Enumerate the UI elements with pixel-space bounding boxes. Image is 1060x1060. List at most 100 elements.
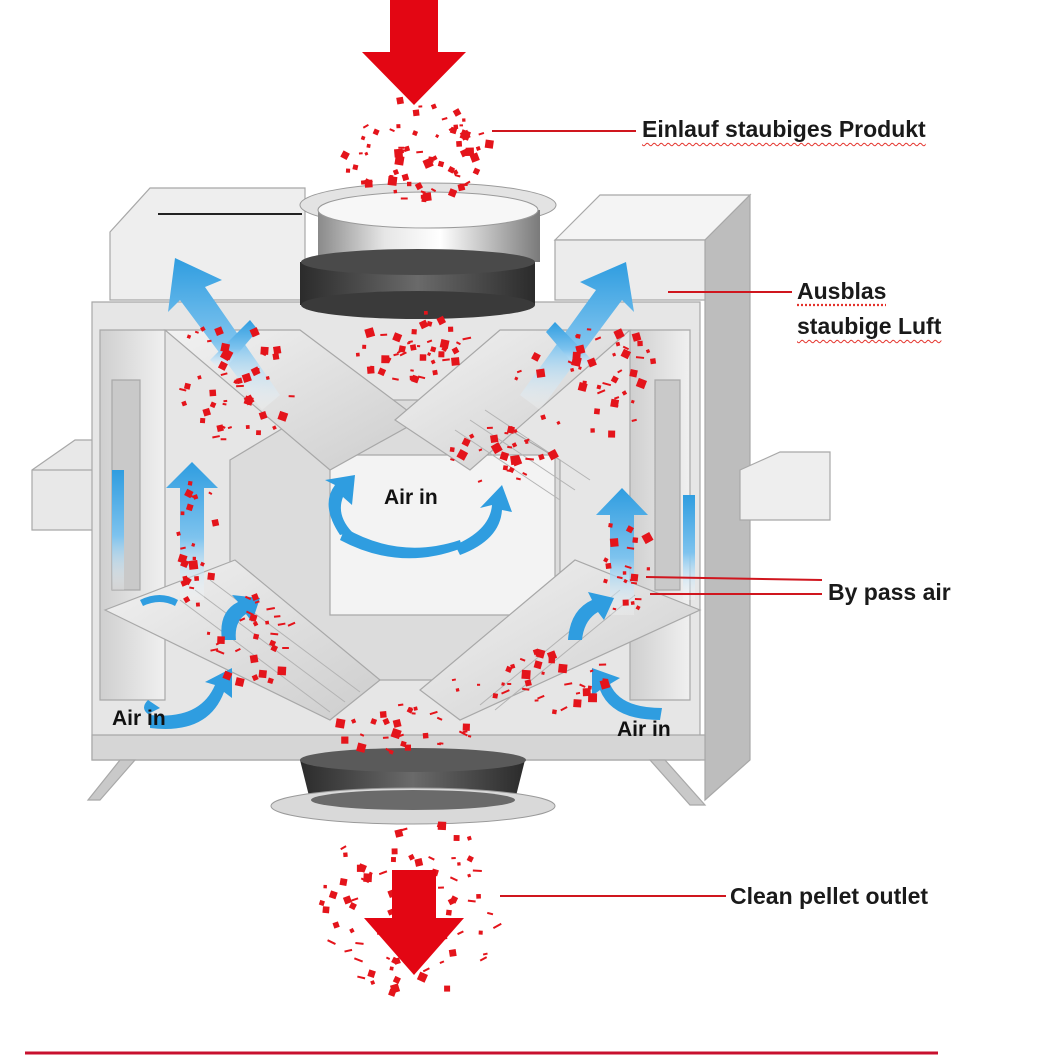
dust-particle-icon	[364, 327, 376, 339]
dust-particle-icon	[195, 602, 200, 607]
dust-particle-icon	[478, 448, 483, 452]
dust-particle-icon	[349, 927, 355, 934]
dust-particle-icon	[535, 648, 546, 659]
dust-particle-icon	[396, 96, 404, 105]
dust-particle-icon	[382, 717, 390, 726]
dust-particle-icon	[630, 573, 639, 582]
dust-particle-icon	[234, 677, 245, 687]
dust-particle-icon	[393, 352, 399, 357]
dust-particle-icon	[423, 310, 428, 315]
dust-particle-icon	[540, 414, 547, 421]
dust-particle-icon	[596, 384, 602, 390]
dust-particle-icon	[184, 488, 194, 499]
exhaust-label-line2: staubige Luft	[797, 309, 941, 344]
dust-particle-icon	[367, 969, 376, 978]
dust-particle-icon	[635, 356, 645, 359]
dust-particle-icon	[449, 876, 458, 882]
dust-particle-icon	[645, 348, 651, 354]
dust-particle-icon	[348, 901, 357, 911]
dust-particle-icon	[181, 400, 188, 407]
dust-particle-icon	[412, 130, 419, 137]
dust-particle-icon	[578, 366, 582, 370]
dust-particle-icon	[564, 682, 573, 686]
dust-particle-icon	[389, 128, 395, 133]
dust-particle-icon	[515, 477, 521, 481]
dust-particle-icon	[197, 375, 202, 380]
dust-particle-icon	[202, 407, 212, 417]
dust-particle-icon	[207, 572, 216, 581]
dust-particle-icon	[366, 143, 371, 148]
dust-particle-icon	[422, 967, 430, 973]
dust-particle-icon	[535, 368, 546, 378]
dust-particle-icon	[472, 167, 481, 176]
dust-particle-icon	[355, 942, 364, 945]
dust-particle-icon	[451, 346, 460, 355]
dust-particle-icon	[418, 105, 423, 108]
dust-particle-icon	[357, 975, 366, 980]
dust-particle-icon	[391, 848, 398, 855]
dust-particle-icon	[209, 401, 217, 409]
dust-particle-icon	[177, 553, 188, 564]
dust-particle-icon	[249, 654, 259, 664]
dust-particle-icon	[634, 598, 642, 601]
dust-particle-icon	[459, 124, 464, 127]
dust-particle-icon	[396, 124, 401, 129]
dust-particle-icon	[391, 956, 399, 965]
dust-particle-icon	[401, 173, 410, 182]
air-flow-arrow-icon	[221, 595, 260, 640]
dust-particle-icon	[222, 670, 233, 681]
dust-particle-icon	[467, 899, 476, 903]
dust-particle-icon	[447, 188, 458, 198]
dust-particle-icon	[183, 382, 191, 390]
air-flow-arrow-icon	[140, 595, 178, 606]
dust-particle-icon	[192, 494, 199, 500]
dust-particle-icon	[266, 607, 276, 611]
dust-particle-icon	[335, 718, 346, 729]
dust-particle-icon	[251, 674, 259, 682]
dust-particle-icon	[187, 480, 193, 486]
dust-particle-icon	[457, 930, 464, 936]
dust-particle-icon	[650, 358, 657, 365]
dust-particle-icon	[249, 327, 260, 338]
dust-particle-icon	[412, 109, 420, 117]
dust-particle-icon	[573, 699, 582, 708]
dust-particle-icon	[444, 985, 451, 992]
dust-particle-icon	[612, 352, 617, 357]
dust-particle-icon	[400, 827, 408, 832]
dust-particle-icon	[609, 538, 619, 547]
dust-particle-icon	[389, 966, 394, 971]
leader-lines	[492, 130, 823, 897]
dust-particle-icon	[522, 687, 530, 691]
dust-particle-icon	[328, 890, 338, 900]
dust-particle-icon	[332, 921, 340, 929]
dust-particle-icon	[220, 438, 227, 441]
dust-particle-icon	[191, 542, 196, 547]
bypass-label-text: By pass air	[828, 579, 951, 605]
dust-particle-icon	[451, 357, 460, 366]
dust-particle-icon	[603, 578, 608, 584]
dust-particle-icon	[623, 578, 628, 584]
dust-particle-icon	[199, 561, 205, 567]
dust-particle-icon	[398, 146, 405, 149]
dust-particle-icon	[457, 862, 461, 866]
dust-particle-icon	[258, 411, 268, 420]
dust-particle-icon	[630, 581, 638, 585]
dust-particle-icon	[212, 435, 220, 439]
dust-particle-icon	[467, 873, 472, 878]
dust-particle-icon	[180, 511, 185, 516]
air-flow-arrow-icon	[568, 592, 614, 640]
dust-particle-icon	[249, 613, 258, 623]
dust-particle-icon	[192, 556, 196, 561]
dust-particle-icon	[586, 328, 592, 331]
dust-particle-icon	[227, 426, 233, 430]
dust-particle-icon	[200, 326, 206, 332]
dust-particle-icon	[439, 339, 450, 349]
dust-particle-icon	[622, 345, 630, 351]
dust-particle-icon	[499, 451, 510, 461]
dust-particle-icon	[478, 131, 485, 136]
dust-particle-icon	[385, 747, 392, 753]
dust-particle-icon	[267, 677, 274, 685]
dust-particle-icon	[437, 160, 445, 168]
dust-particle-icon	[582, 688, 591, 697]
down-arrow-icon	[362, 0, 466, 105]
